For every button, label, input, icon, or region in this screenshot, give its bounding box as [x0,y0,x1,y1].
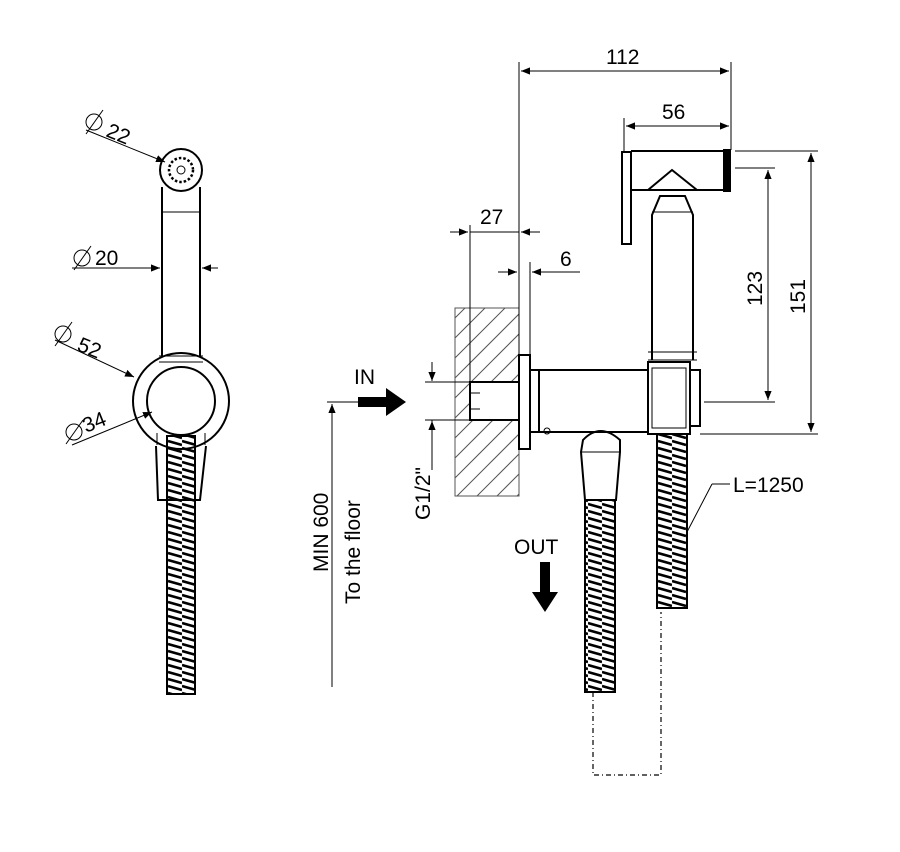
dim-27-label: 27 [480,206,503,229]
holder-block [647,361,691,435]
inlet-arrow-icon [358,388,406,416]
thread-label: G1/2" [412,467,435,520]
diameter-22-label: 22 [103,119,133,149]
inlet-label: IN [354,366,375,389]
outlet-arrow-icon [532,562,558,612]
spray-handle-side [651,195,694,360]
dim-151-label: 151 [787,279,810,314]
wall-flange [518,354,531,450]
outlet-connector [579,430,621,501]
diameter-20-label: 20 [95,247,118,270]
min-height-label: MIN 600 [310,493,333,572]
dim-123-label: 123 [744,271,767,306]
spray-nozzle-icon [167,156,195,184]
outlet-label: OUT [514,536,559,559]
hose-front [166,435,196,695]
diameter-34-label: 34 [79,407,110,437]
spray-lever [621,151,632,245]
side-view: IN OUT MIN 600 To the floor G1/2" 27 6 1… [310,46,818,776]
spray-head-front [159,148,203,192]
outlet-hose [584,499,616,693]
front-view: 22 20 52 34 [54,109,230,695]
hose-continuation [592,612,662,776]
dim-56-label: 56 [662,101,685,124]
floor-label: To the floor [342,500,365,604]
dim-112-label: 112 [606,46,639,69]
valve-body [530,369,648,433]
hose-length-label: L=1250 [733,474,804,497]
spray-head-side [631,150,729,191]
inlet-pipe [469,381,523,421]
holder-ring-inner [146,366,216,436]
dim-6-label: 6 [560,248,572,271]
shower-hose [656,433,688,609]
diameter-52-label: 52 [74,333,104,363]
handle-rod-front [161,187,201,356]
